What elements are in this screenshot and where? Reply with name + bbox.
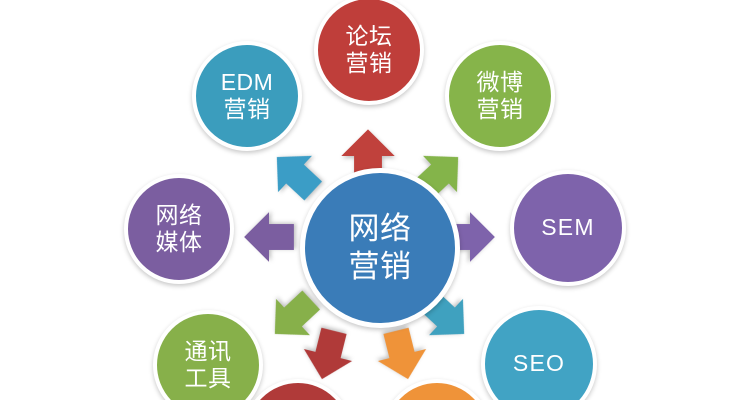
node-communication-tools-label: 工具 <box>184 365 232 391</box>
arrow-left-to-media-icon <box>242 210 296 264</box>
node-seo-label: SEO <box>512 350 566 377</box>
hub-network-marketing-label: 网络 <box>348 211 412 247</box>
node-communication-tools[interactable]: 通讯工具 <box>153 310 263 400</box>
node-edm-marketing-label: 营销 <box>223 96 271 122</box>
node-forum-marketing[interactable]: 论坛营销 <box>314 0 424 105</box>
node-network-media-label: 媒体 <box>155 229 203 255</box>
node-edm-marketing-label: EDM <box>220 68 274 95</box>
node-communication-tools-label: 通讯 <box>184 337 232 364</box>
node-sem-label: SEM <box>541 214 595 241</box>
arrow-down-orange-icon <box>369 322 434 387</box>
arrow-downleft-to-tools-icon <box>255 279 331 355</box>
hub-network-marketing[interactable]: 网络营销 <box>300 168 460 328</box>
node-seo[interactable]: SEO <box>481 306 597 400</box>
node-forum-marketing-label: 论坛 <box>345 22 393 49</box>
arrow-down-red-icon <box>295 322 360 387</box>
node-weibo-marketing-label: 微博 <box>476 68 524 95</box>
node-weibo-marketing-label: 营销 <box>476 96 524 122</box>
hub-network-marketing-label: 营销 <box>348 249 412 284</box>
node-forum-marketing-label: 营销 <box>345 50 393 76</box>
node-network-media-label: 网络 <box>155 201 203 228</box>
arrow-upleft-to-edm-icon <box>257 136 333 212</box>
node-sem[interactable]: SEM <box>510 170 626 286</box>
node-weibo-marketing[interactable]: 微博营销 <box>445 41 555 151</box>
node-network-media[interactable]: 网络媒体 <box>124 174 234 284</box>
